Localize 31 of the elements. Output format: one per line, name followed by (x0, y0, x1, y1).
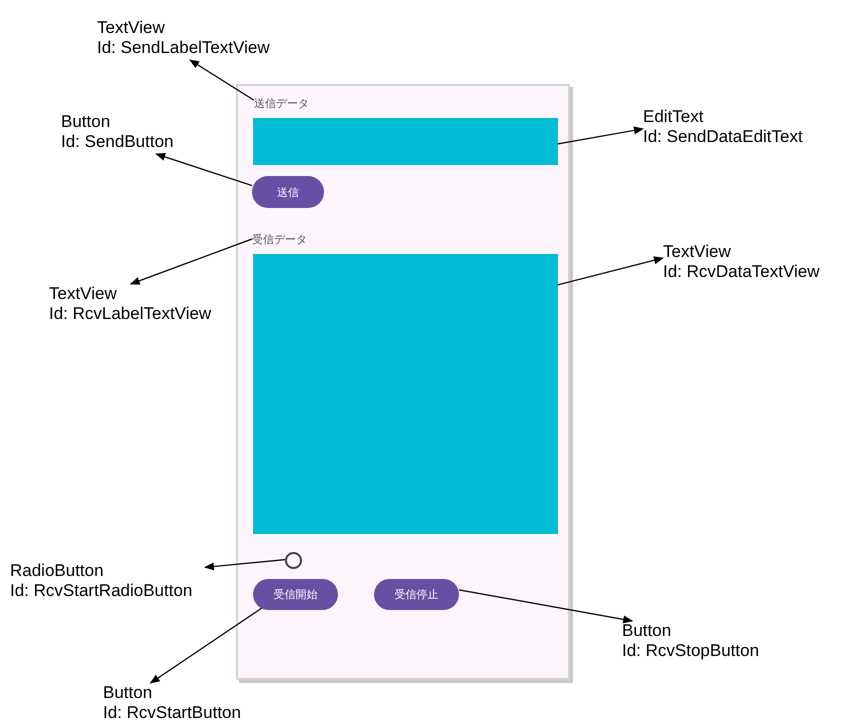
app-button: 受信開始 (253, 579, 338, 610)
widget-type-label: RadioButton (10, 561, 105, 581)
app-button: 送信 (252, 176, 324, 208)
widget-id-label: Id: RcvStopButton (622, 641, 760, 661)
widget-type-label: TextView (97, 18, 166, 38)
arrow (558, 126, 644, 144)
widget-type-label: Button (622, 621, 672, 641)
widget-id-label: Id: RcvStartButton (103, 703, 242, 723)
text-label: 送信データ (254, 96, 324, 110)
arrow (458, 589, 634, 624)
widget-type-label: Button (103, 683, 154, 703)
text-field (253, 118, 558, 165)
widget-type-label: Button (61, 112, 112, 132)
widget-id-label: Id: SendDataEditText (643, 127, 804, 147)
arrow (130, 238, 252, 285)
widget-type-label: TextView (663, 242, 732, 262)
widget-type-label: EditText (643, 107, 704, 127)
widget-id-label: Id: SendLabelTextView (97, 38, 271, 58)
arrow (204, 559, 286, 570)
text-field (253, 254, 558, 534)
phone-screen (236, 84, 570, 680)
widget-id-label: Id: RcvStartRadioButton (10, 581, 194, 601)
app-button: 受信停止 (374, 579, 459, 610)
arrow (189, 59, 254, 101)
widget-id-label: Id: RcvLabelTextView (49, 304, 212, 324)
text-label: 受信データ (252, 232, 322, 246)
radio-button (285, 552, 302, 569)
widget-type-label: TextView (49, 284, 118, 304)
widget-id-label: Id: SendButton (61, 132, 174, 152)
widget-id-label: Id: RcvDataTextView (663, 262, 821, 282)
arrow (155, 153, 252, 186)
